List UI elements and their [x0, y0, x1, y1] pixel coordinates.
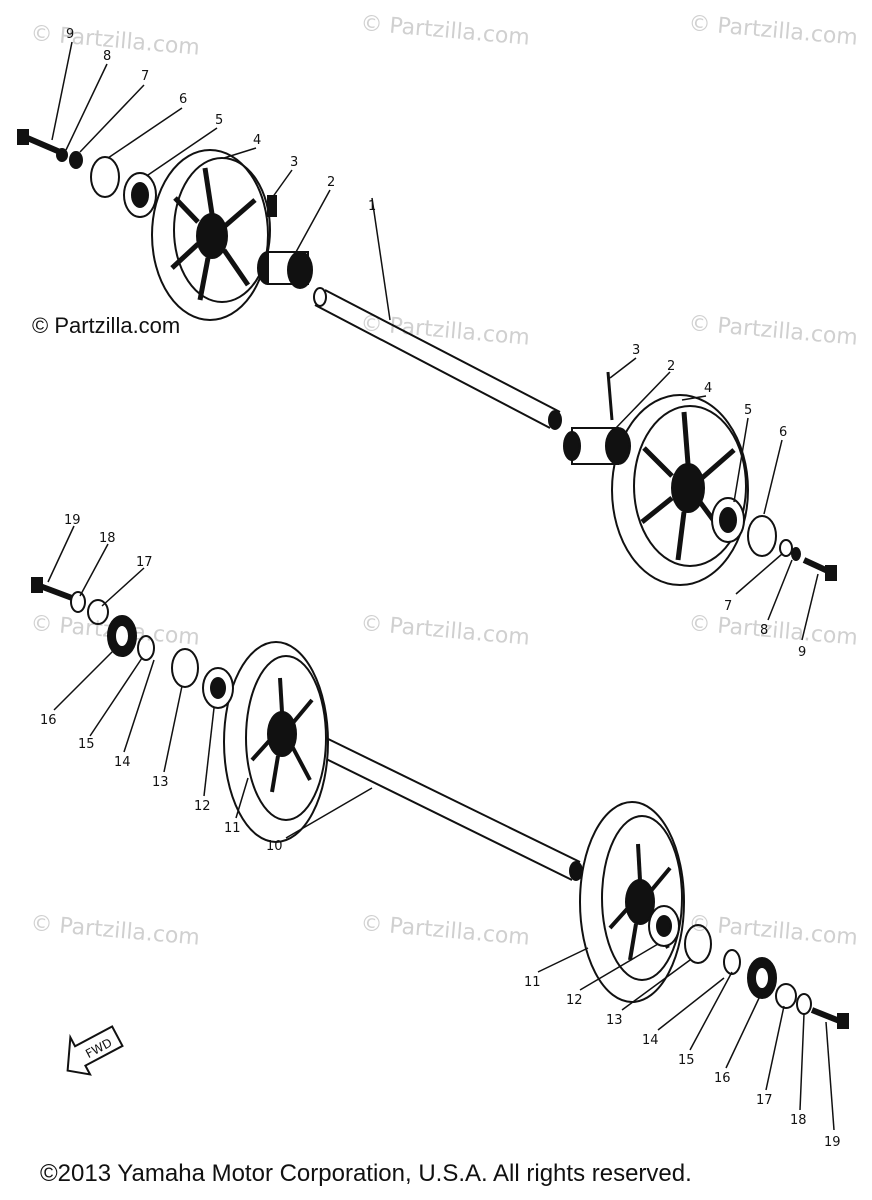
callout-13: 13: [152, 775, 169, 790]
callout-18: 18: [99, 531, 116, 546]
lower-left-bearing: [31, 577, 234, 709]
fwd-arrow-icon: FWD: [66, 1025, 124, 1076]
watermark: © Partzilla.com: [359, 611, 530, 651]
callout-19-right: 19: [824, 1135, 841, 1150]
watermark: © Partzilla.com: [359, 311, 530, 351]
callout-4: 4: [253, 133, 261, 148]
callout-3: 3: [290, 155, 298, 170]
lower-assembly: [31, 577, 849, 1029]
upper-right-hub: [563, 371, 631, 465]
callout-7: 7: [141, 69, 149, 84]
callout-10: 10: [266, 839, 283, 854]
callout-4-right: 4: [704, 381, 712, 396]
callout-18-right: 18: [790, 1113, 807, 1128]
callout-17: 17: [136, 555, 153, 570]
upper-left-hub: [257, 195, 313, 289]
callout-9: 9: [66, 27, 74, 42]
watermark: © Partzilla.com: [687, 611, 858, 651]
callout-5-right: 5: [744, 403, 752, 418]
upper-callouts: 9 8 7 6 5 4 3 2 1 3 2 4 5 6 7 8 9: [66, 27, 806, 660]
upper-left-wheel: [151, 149, 271, 321]
callout-12: 12: [194, 799, 211, 814]
callout-15: 15: [78, 737, 95, 752]
upper-right-bearing: [711, 497, 837, 581]
watermark: © Partzilla.com: [687, 11, 858, 51]
lower-right-wheel: [579, 801, 685, 1003]
callout-14-right: 14: [642, 1033, 659, 1048]
watermark: © Partzilla.com: [359, 11, 530, 51]
lower-leaders: [47, 525, 835, 1131]
callout-11: 11: [224, 821, 241, 836]
watermark: © Partzilla.com: [29, 21, 200, 61]
callout-16: 16: [40, 713, 57, 728]
upper-left-bearing: [17, 129, 157, 218]
callout-2-right: 2: [667, 359, 675, 374]
callout-8-right: 8: [760, 623, 768, 638]
lower-callouts: 19 18 17 16 15 14 13 12 11 10 11 12 13 1…: [40, 513, 841, 1150]
callout-7-right: 7: [724, 599, 732, 614]
watermark: © Partzilla.com: [359, 911, 530, 951]
lower-shaft: [311, 734, 583, 881]
upper-leaders: [51, 41, 819, 641]
callout-15-right: 15: [678, 1053, 695, 1068]
callout-9-right: 9: [798, 645, 806, 660]
partzilla-credit: © Partzilla.com: [32, 313, 181, 338]
callout-8: 8: [103, 49, 111, 64]
callout-13-right: 13: [606, 1013, 623, 1028]
callout-12-right: 12: [566, 993, 583, 1008]
callout-2: 2: [327, 175, 335, 190]
upper-shaft: [313, 287, 562, 430]
callout-19: 19: [64, 513, 81, 528]
upper-right-wheel: [611, 394, 749, 586]
callout-5: 5: [215, 113, 223, 128]
callout-6-right: 6: [779, 425, 787, 440]
callout-11-right: 11: [524, 975, 541, 990]
callout-16-right: 16: [714, 1071, 731, 1086]
lower-right-bearing: [648, 905, 849, 1029]
callout-17-right: 17: [756, 1093, 773, 1108]
callout-1: 1: [368, 199, 376, 214]
watermark: © Partzilla.com: [29, 911, 200, 951]
watermark: © Partzilla.com: [687, 311, 858, 351]
callout-3-right: 3: [632, 343, 640, 358]
callout-14: 14: [114, 755, 131, 770]
watermark: © Partzilla.com: [687, 911, 858, 951]
upper-assembly: [17, 129, 837, 586]
copyright-notice: ©2013 Yamaha Motor Corporation, U.S.A. A…: [40, 1160, 692, 1187]
callout-6: 6: [179, 92, 187, 107]
lower-left-wheel: [223, 641, 329, 843]
